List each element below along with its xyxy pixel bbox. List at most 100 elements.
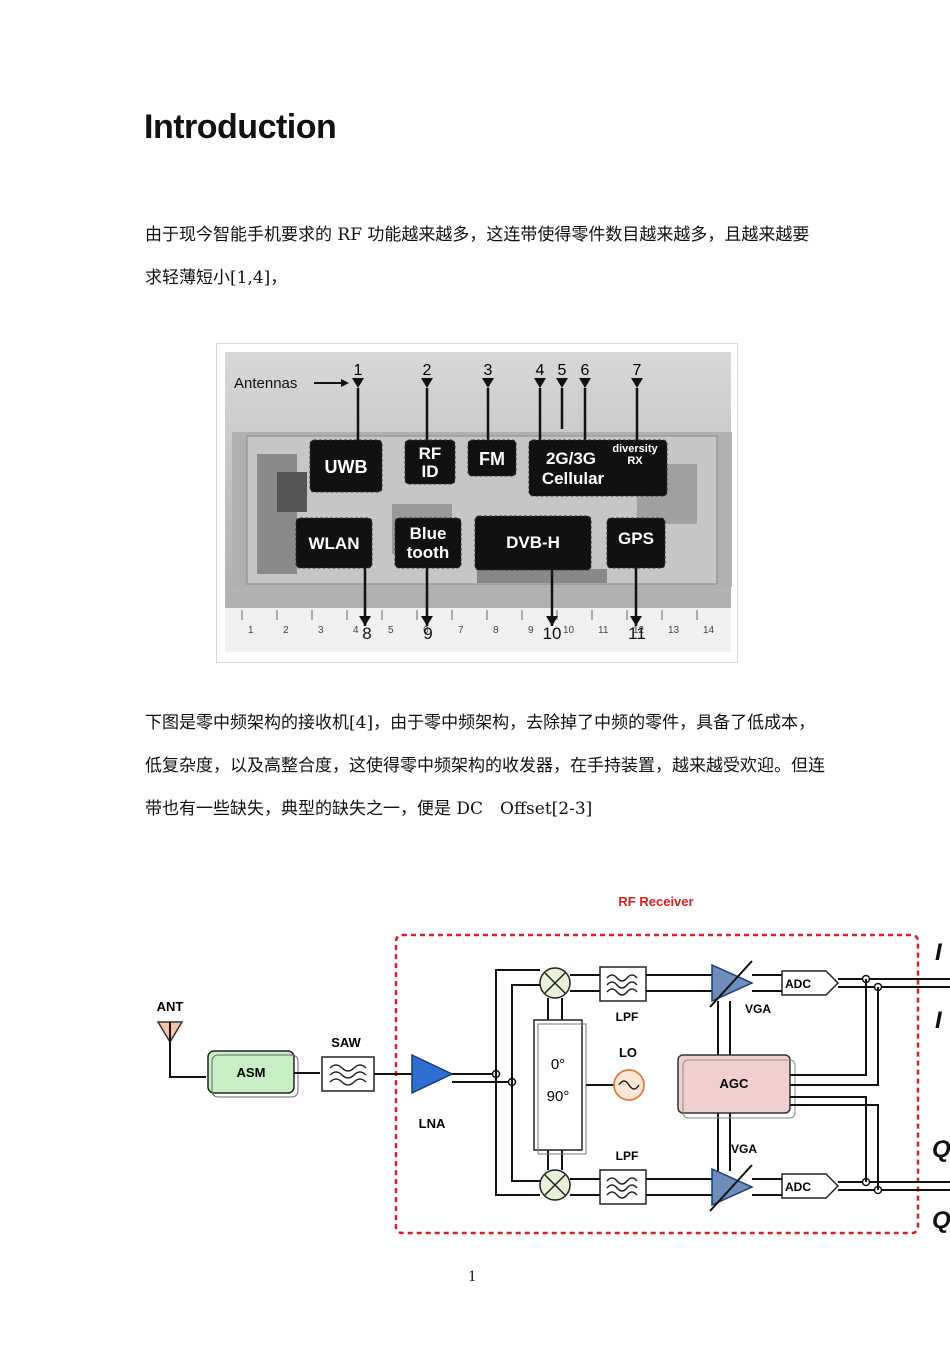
- rf-receiver-svg: RF Receiver ANT ASM SAW LNA: [157, 894, 950, 1235]
- paragraph-2: 下图是零中频架构的接收机[4]，由于零中频架构，去除掉了中频的零件，具备了低成本…: [145, 713, 825, 819]
- ruler-tick-label: 9: [528, 625, 534, 636]
- adc-bottom-label: ADC: [785, 1180, 811, 1194]
- phase-splitter-block: [533, 1019, 583, 1151]
- ruler-tick-label: 6: [423, 625, 429, 636]
- agc-shadow: [682, 1059, 796, 1119]
- chip-label-dvbh: DVB-H: [506, 533, 560, 552]
- lpf-bottom-label: LPF: [616, 1149, 639, 1163]
- ruler-tick-label: 8: [493, 625, 499, 636]
- lpf-top-wave: [606, 974, 638, 996]
- split-wires: [495, 969, 540, 1196]
- antenna-number: 2: [423, 362, 432, 379]
- antenna-number: 1: [354, 362, 363, 379]
- output-label-q: Q: [932, 1136, 950, 1163]
- ruler-tick-label: 11: [598, 625, 609, 636]
- chip-group: [295, 439, 668, 571]
- chip-label-fm: FM: [479, 449, 505, 469]
- ruler-tick-label: 12: [633, 625, 645, 636]
- lpf-top-label: LPF: [616, 1010, 639, 1024]
- bottom-antenna-triangles: [359, 616, 642, 626]
- antenna-number: 7: [633, 362, 642, 379]
- saw-filter-icon: [321, 1056, 375, 1092]
- antenna-number: 4: [536, 362, 545, 379]
- chip-rfid: [404, 439, 456, 485]
- ant-label: ANT: [157, 999, 184, 1014]
- bottom-antenna-lines: [363, 568, 638, 626]
- mixer-q-cross: [544, 1174, 566, 1196]
- ruler: [225, 608, 731, 652]
- ruler-tick-label: 5: [388, 625, 394, 636]
- chip-label-bluetooth-2: tooth: [407, 543, 449, 562]
- antenna-triangles: [352, 378, 643, 388]
- vga-top-label: VGA: [745, 1002, 771, 1016]
- vga-bottom-label: VGA: [731, 1142, 757, 1156]
- antenna-number: 8: [362, 624, 371, 643]
- ruler-tick-label: 4: [353, 625, 359, 636]
- ruler-tick-label: 7: [458, 625, 464, 636]
- paragraph-1: 由于现今智能手机要求的 RF 功能越来越多，这连带使得零件数目越来越多，且越来越…: [145, 225, 810, 288]
- chip-label-cellular-1: 2G/3G: [546, 449, 596, 468]
- page-title: Introduction: [144, 108, 337, 146]
- lpf-bottom-wave: [606, 1177, 638, 1199]
- vga-adc-wires: [752, 974, 782, 1196]
- agc-feedback-wires: [790, 979, 879, 1190]
- chip-dvbh: [474, 515, 592, 571]
- rf-receiver-diagram: RF Receiver ANT ASM SAW LNA: [140, 885, 950, 1245]
- adc-top-label: ADC: [785, 977, 811, 991]
- saw-wave: [329, 1064, 367, 1086]
- saw-label: SAW: [331, 1035, 361, 1050]
- chip-label-wlan: WLAN: [309, 534, 360, 553]
- ant-wire: [169, 1022, 206, 1078]
- lo-sine: [618, 1080, 640, 1090]
- ruler-tick-label: 3: [318, 625, 324, 636]
- chip-wlan: [295, 517, 373, 569]
- ruler-tick-label: 13: [668, 625, 680, 636]
- output-labels: I I Q Q: [932, 939, 950, 1234]
- agc-vga-wires: [717, 1001, 731, 1171]
- chip-label-diversity-2: RX: [627, 455, 643, 467]
- lna-amplifier-icon: [411, 1053, 454, 1095]
- asm-shadow: [211, 1054, 299, 1098]
- chip-label-cellular-2: Cellular: [542, 469, 605, 488]
- chip-gps: [606, 517, 666, 569]
- asm-label: ASM: [237, 1065, 266, 1080]
- pcb-component: [277, 472, 307, 512]
- vga-bottom-adjust-arrow: [709, 1164, 753, 1212]
- chip-cellular: [528, 439, 668, 497]
- output-label-i: I: [935, 939, 943, 966]
- chip-uwb: [309, 439, 383, 493]
- antenna-number: 3: [484, 362, 493, 379]
- phase-wires: [547, 998, 563, 1170]
- chip-label-bluetooth-1: Blue: [410, 524, 447, 543]
- vga-top-adjust-arrow: [709, 960, 753, 1008]
- mixer-i-cross: [544, 972, 566, 994]
- adc-bottom-icon: [781, 1173, 840, 1199]
- output-label-i-bar: I: [935, 1007, 943, 1034]
- phase-splitter-shadow: [537, 1023, 587, 1155]
- page-number: 1: [468, 1268, 476, 1285]
- chip-label-rfid-1: RF: [419, 444, 442, 463]
- chip-label-gps: GPS: [618, 529, 654, 548]
- bottom-antenna-numbers: 8 9 10 11: [362, 624, 646, 643]
- antenna-number: 11: [628, 624, 646, 643]
- antenna-number: 10: [543, 624, 562, 643]
- antenna-number: 6: [581, 362, 590, 379]
- chip-label-uwb: UWB: [325, 457, 368, 477]
- lna-label: LNA: [419, 1116, 446, 1131]
- antenna-lines: [356, 388, 639, 444]
- lpf-vga-wires: [646, 974, 712, 1196]
- antennas-arrow-head: [341, 379, 349, 387]
- output-wires: [838, 978, 950, 1191]
- ruler-tick-label: 10: [563, 625, 575, 636]
- output-label-q-bar: Q: [932, 1207, 950, 1234]
- agc-label: AGC: [720, 1076, 750, 1091]
- ruler-tick-label: 1: [248, 625, 254, 636]
- ruler-tick-label: 14: [703, 625, 715, 636]
- lo-label: LO: [619, 1045, 637, 1060]
- phase-0-label: 0°: [551, 1056, 565, 1073]
- pcb-component: [477, 569, 607, 583]
